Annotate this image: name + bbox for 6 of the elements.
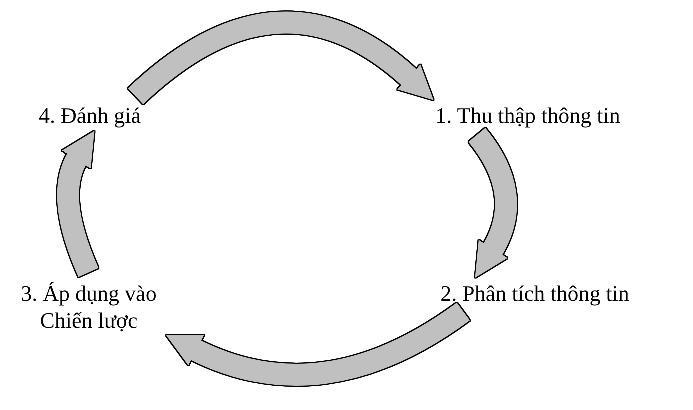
block-arrow: [166, 302, 470, 386]
block-arrow: [128, 12, 435, 105]
step-label: 4. Đánh giá: [38, 102, 142, 129]
step-label: 2. Phân tích thông tin: [440, 280, 630, 307]
step-label: 3. Áp dụng vào Chiến lược: [14, 280, 164, 334]
step-label: 1. Thu thập thông tin: [436, 102, 620, 129]
